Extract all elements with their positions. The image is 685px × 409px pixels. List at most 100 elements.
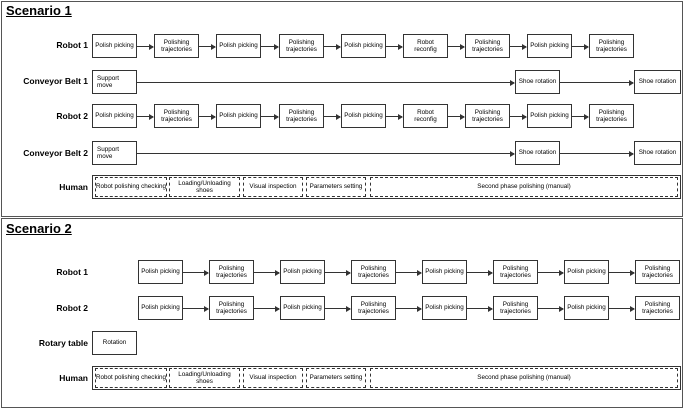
s1-robot1-step-1: Polish picking	[92, 34, 137, 58]
s2-robot1-arrow-5	[467, 269, 493, 276]
s2-robot1-arrow-1	[183, 269, 209, 276]
s1-robot1-label: Robot 1	[56, 40, 88, 50]
scenario-1-panel	[1, 1, 683, 217]
s2-robot2-step-4: Polishing trajectories	[351, 296, 396, 320]
s2-robot2-step-6: Polishing trajectories	[493, 296, 538, 320]
s2-robot2-arrow-1	[183, 305, 209, 312]
s2-robot1-step-7: Polish picking	[564, 260, 609, 284]
s1-robot1-step-6: Robot reconfig	[403, 34, 448, 58]
s1-robot2-step-8: Polish picking	[527, 104, 572, 128]
s1-robot1-arrow-1	[137, 43, 154, 50]
s1-robot2-step-9: Polishing trajectories	[589, 104, 634, 128]
s1-human-timeline	[92, 175, 681, 199]
s1-robot2-step-7: Polishing trajectories	[465, 104, 510, 128]
s1-conveyor1-arrow-1	[137, 79, 515, 86]
s1-robot1-arrow-2	[199, 43, 216, 50]
s2-human-label: Human	[59, 373, 88, 383]
s1-human-task-2: Loading/Unloading shoes	[169, 177, 240, 197]
s2-robot1-step-1: Polish picking	[138, 260, 183, 284]
s1-robot2-arrow-7	[510, 113, 527, 120]
s2-human-task-3: Visual inspection	[243, 368, 303, 388]
scenario-1-title: Scenario 1	[6, 3, 72, 18]
scenario-2-panel	[1, 218, 683, 408]
s1-robot2-arrow-5	[386, 113, 403, 120]
s1-robot1-step-5: Polish picking	[341, 34, 386, 58]
s2-robot1-step-3: Polish picking	[280, 260, 325, 284]
s2-robot1-arrow-7	[609, 269, 635, 276]
s1-conveyor1-step-1: Support move	[92, 70, 137, 94]
s1-robot2-arrow-1	[137, 113, 154, 120]
s2-robot1-step-8: Polishing trajectories	[635, 260, 680, 284]
s2-robot2-arrow-7	[609, 305, 635, 312]
s1-conveyor1-label: Conveyor Belt 1	[23, 76, 88, 86]
s1-robot2-arrow-4	[324, 113, 341, 120]
s2-rotary-step-1: Rotation	[92, 331, 137, 355]
s2-robot2-step-8: Polishing trajectories	[635, 296, 680, 320]
s2-robot2-step-1: Polish picking	[138, 296, 183, 320]
s2-robot1-arrow-4	[396, 269, 422, 276]
s1-conveyor1-step-2: Shoe rotation	[515, 70, 560, 94]
s1-robot1-step-8: Polish picking	[527, 34, 572, 58]
s2-robot1-step-2: Polishing trajectories	[209, 260, 254, 284]
s1-robot2-step-2: Polishing trajectories	[154, 104, 199, 128]
s2-robot2-step-7: Polish picking	[564, 296, 609, 320]
s2-robot2-step-3: Polish picking	[280, 296, 325, 320]
s1-robot1-step-7: Polishing trajectories	[465, 34, 510, 58]
s2-human-timeline	[92, 366, 681, 390]
s1-robot2-arrow-6	[448, 113, 465, 120]
s1-conveyor2-label: Conveyor Belt 2	[23, 148, 88, 158]
s1-robot2-step-4: Polishing trajectories	[279, 104, 324, 128]
s1-robot2-arrow-2	[199, 113, 216, 120]
s1-conveyor2-arrow-1	[137, 150, 515, 157]
s2-robot1-label: Robot 1	[56, 267, 88, 277]
s2-robot1-arrow-6	[538, 269, 564, 276]
s1-conveyor2-step-2: Shoe rotation	[515, 141, 560, 165]
s1-conveyor1-arrow-2	[560, 79, 634, 86]
s1-conveyor2-arrow-2	[560, 150, 634, 157]
s1-conveyor2-step-3: Shoe rotation	[634, 141, 681, 165]
scenario-2-title: Scenario 2	[6, 221, 72, 236]
s1-robot1-arrow-7	[510, 43, 527, 50]
s2-robot1-step-5: Polish picking	[422, 260, 467, 284]
s1-robot2-label: Robot 2	[56, 111, 88, 121]
s1-human-label: Human	[59, 182, 88, 192]
s1-conveyor2-step-1: Support move	[92, 141, 137, 165]
s2-human-task-5: Second phase polishing (manual)	[370, 368, 678, 388]
s2-robot1-arrow-3	[325, 269, 351, 276]
s2-robot1-step-6: Polishing trajectories	[493, 260, 538, 284]
s2-robot1-arrow-2	[254, 269, 280, 276]
s2-robot2-arrow-4	[396, 305, 422, 312]
s2-robot2-arrow-5	[467, 305, 493, 312]
s1-robot2-arrow-3	[261, 113, 279, 120]
s2-robot2-label: Robot 2	[56, 303, 88, 313]
s2-robot2-arrow-3	[325, 305, 351, 312]
s2-robot1-step-4: Polishing trajectories	[351, 260, 396, 284]
s1-robot1-arrow-3	[261, 43, 279, 50]
s1-conveyor1-step-3: Shoe rotation	[634, 70, 681, 94]
s1-robot2-step-5: Polish picking	[341, 104, 386, 128]
s2-robot2-arrow-6	[538, 305, 564, 312]
s1-human-task-4: Parameters setting	[306, 177, 366, 197]
s2-robot2-arrow-2	[254, 305, 280, 312]
s2-rotary-label: Rotary table	[38, 338, 88, 348]
s1-robot2-arrow-8	[572, 113, 589, 120]
s1-robot2-step-1: Polish picking	[92, 104, 137, 128]
s1-robot1-step-9: Polishing trajectories	[589, 34, 634, 58]
s2-robot2-step-2: Polishing trajectories	[209, 296, 254, 320]
s1-human-task-3: Visual inspection	[243, 177, 303, 197]
s2-human-task-2: Loading/Unloading shoes	[169, 368, 240, 388]
s1-robot1-step-3: Polish picking	[216, 34, 261, 58]
s2-human-task-1: Robot polishing checking	[95, 368, 167, 388]
s1-robot1-step-2: Polishing trajectories	[154, 34, 199, 58]
s1-robot1-step-4: Polishing trajectories	[279, 34, 324, 58]
s1-human-task-1: Robot polishing checking	[95, 177, 167, 197]
s2-robot2-step-5: Polish picking	[422, 296, 467, 320]
s1-robot1-arrow-6	[448, 43, 465, 50]
s1-human-task-5: Second phase polishing (manual)	[370, 177, 678, 197]
s1-robot1-arrow-8	[572, 43, 589, 50]
s1-robot2-step-3: Polish picking	[216, 104, 261, 128]
s1-robot1-arrow-4	[324, 43, 341, 50]
s1-robot1-arrow-5	[386, 43, 403, 50]
s1-robot2-step-6: Robot reconfig	[403, 104, 448, 128]
s2-human-task-4: Parameters setting	[306, 368, 366, 388]
